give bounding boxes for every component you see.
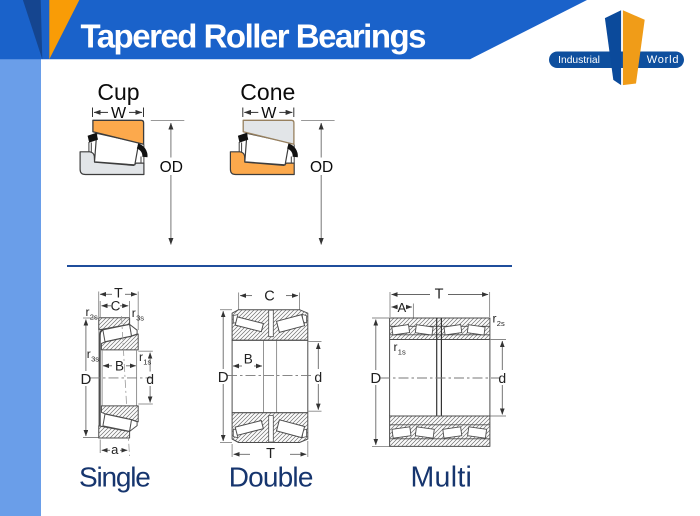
svg-text:A: A [397,300,406,315]
svg-text:r: r [132,306,136,320]
svg-text:Cup: Cup [97,79,139,105]
svg-text:1s: 1s [143,358,151,367]
svg-text:Multi: Multi [411,462,473,494]
svg-text:T: T [266,446,275,462]
svg-text:C: C [111,299,121,314]
svg-text:d: d [314,369,322,385]
svg-text:r: r [87,347,91,361]
svg-text:r: r [139,350,143,364]
svg-text:r: r [86,305,90,319]
svg-text:D: D [370,370,381,387]
svg-text:Industrial: Industrial [558,55,600,66]
svg-text:W: W [261,105,277,122]
svg-text:B: B [244,352,253,367]
svg-text:r: r [394,340,398,354]
svg-text:a: a [111,442,119,457]
svg-text:D: D [218,369,229,386]
svg-text:World: World [647,54,680,66]
svg-text:OD: OD [310,159,333,176]
svg-text:1s: 1s [398,348,406,357]
svg-text:OD: OD [160,159,183,176]
svg-text:d: d [146,371,154,387]
svg-text:Tapered Roller Bearings: Tapered Roller Bearings [81,18,426,55]
svg-text:d: d [498,370,506,386]
svg-text:W: W [111,105,127,122]
svg-text:2s: 2s [90,313,98,322]
svg-text:D: D [80,371,91,388]
svg-text:2s: 2s [497,319,505,328]
svg-text:Cone: Cone [240,79,295,105]
svg-text:B: B [115,359,124,374]
svg-text:r: r [493,312,497,326]
svg-text:T: T [114,285,123,301]
svg-text:Single: Single [79,462,150,493]
svg-text:T: T [435,286,444,302]
svg-text:Double: Double [229,462,313,493]
svg-text:C: C [264,289,274,305]
svg-text:3s: 3s [136,314,144,323]
svg-text:3s: 3s [91,355,99,364]
